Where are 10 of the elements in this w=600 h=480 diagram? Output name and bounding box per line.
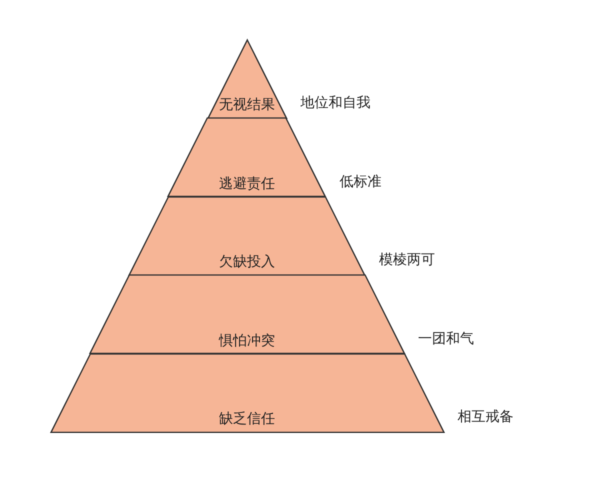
tier-label: 无视结果	[218, 96, 276, 114]
tier-label: 缺乏信任	[218, 410, 276, 428]
side-label: 低标准	[340, 172, 382, 191]
side-label: 一团和气	[418, 330, 474, 348]
side-label: 地位和自我	[300, 94, 370, 112]
tier-label: 逃避责任	[218, 174, 276, 193]
side-label: 相互戒备	[458, 408, 514, 426]
side-label: 模棱两可	[378, 251, 435, 270]
tier-label: 惧怕冲突	[218, 332, 276, 350]
tier-label: 欠缺投入	[218, 253, 276, 272]
